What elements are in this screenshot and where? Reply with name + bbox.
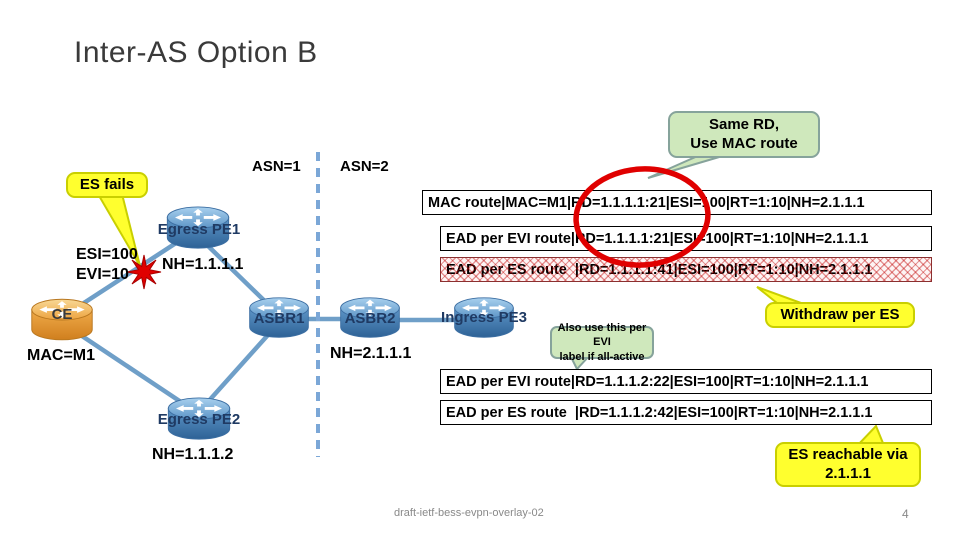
ead-per-es-pe1-text: EAD per ES route |RD=1.1.1.1:41|ESI=100|… xyxy=(446,261,873,278)
footer-doc-name: draft-ietf-bess-evpn-overlay-02 xyxy=(394,507,544,519)
asn2-label: ASN=2 xyxy=(340,158,389,175)
nh-asbr2-label: NH=2.1.1.1 xyxy=(330,345,412,362)
egress-pe2-label: Egress PE2 xyxy=(157,411,241,428)
egress-pe1-label: Egress PE1 xyxy=(157,221,241,238)
nh-pe2-label: NH=1.1.1.2 xyxy=(152,446,234,463)
same-rd-line1: Same RD, xyxy=(708,115,780,133)
evi-label: EVI=10 xyxy=(76,266,129,283)
withdraw-per-es-text: Withdraw per ES xyxy=(780,305,900,323)
asn1-label: ASN=1 xyxy=(252,158,301,175)
mac-ce-label: MAC=M1 xyxy=(27,347,96,364)
also-use-line2: label if all-active xyxy=(559,350,645,363)
footer-page-number: 4 xyxy=(902,507,909,521)
ead-per-evi-pe1-text: EAD per EVI route|RD=1.1.1.1:21|ESI=100|… xyxy=(446,230,869,247)
asbr1-label: ASBR1 xyxy=(253,310,305,327)
ead-per-es-pe2-box: EAD per ES route |RD=1.1.1.2:42|ESI=100|… xyxy=(440,400,932,425)
es-fails-callout: ES fails xyxy=(66,172,148,198)
es-reachable-line2: 2.1.1.1 xyxy=(825,464,871,482)
ead-per-evi-pe1-box: EAD per EVI route|RD=1.1.1.1:21|ESI=100|… xyxy=(440,226,932,251)
nh-pe1-label: NH=1.1.1.1 xyxy=(162,256,244,273)
esi-label: ESI=100 xyxy=(76,246,138,263)
es-reachable-line1: ES reachable via xyxy=(788,445,908,463)
ce-label: CE xyxy=(51,306,73,323)
es-fails-text: ES fails xyxy=(79,175,135,193)
ead-per-evi-pe2-text: EAD per EVI route|RD=1.1.1.2:22|ESI=100|… xyxy=(446,373,869,390)
ingress-pe3-label: Ingress PE3 xyxy=(441,309,527,326)
same-rd-callout: Same RD, Use MAC route xyxy=(668,111,820,158)
same-rd-line2: Use MAC route xyxy=(690,134,798,152)
slide-title: Inter-AS Option B xyxy=(74,36,318,69)
ead-per-evi-pe2-box: EAD per EVI route|RD=1.1.1.2:22|ESI=100|… xyxy=(440,369,932,394)
also-use-callout: Also use this per EVI label if all-activ… xyxy=(550,322,654,363)
withdraw-per-es-callout: Withdraw per ES xyxy=(765,302,915,328)
also-use-line1: Also use this per EVI xyxy=(557,322,647,349)
es-reachable-callout: ES reachable via 2.1.1.1 xyxy=(775,442,921,487)
mac-route-text: MAC route|MAC=M1|RD=1.1.1.1:21|ESI=100|R… xyxy=(428,194,865,211)
ead-per-es-pe2-text: EAD per ES route |RD=1.1.1.2:42|ESI=100|… xyxy=(446,404,873,421)
mac-route-box: MAC route|MAC=M1|RD=1.1.1.1:21|ESI=100|R… xyxy=(422,190,932,215)
ead-per-es-pe1-box-withdrawn: EAD per ES route |RD=1.1.1.1:41|ESI=100|… xyxy=(440,257,932,282)
asbr2-label: ASBR2 xyxy=(344,310,396,327)
